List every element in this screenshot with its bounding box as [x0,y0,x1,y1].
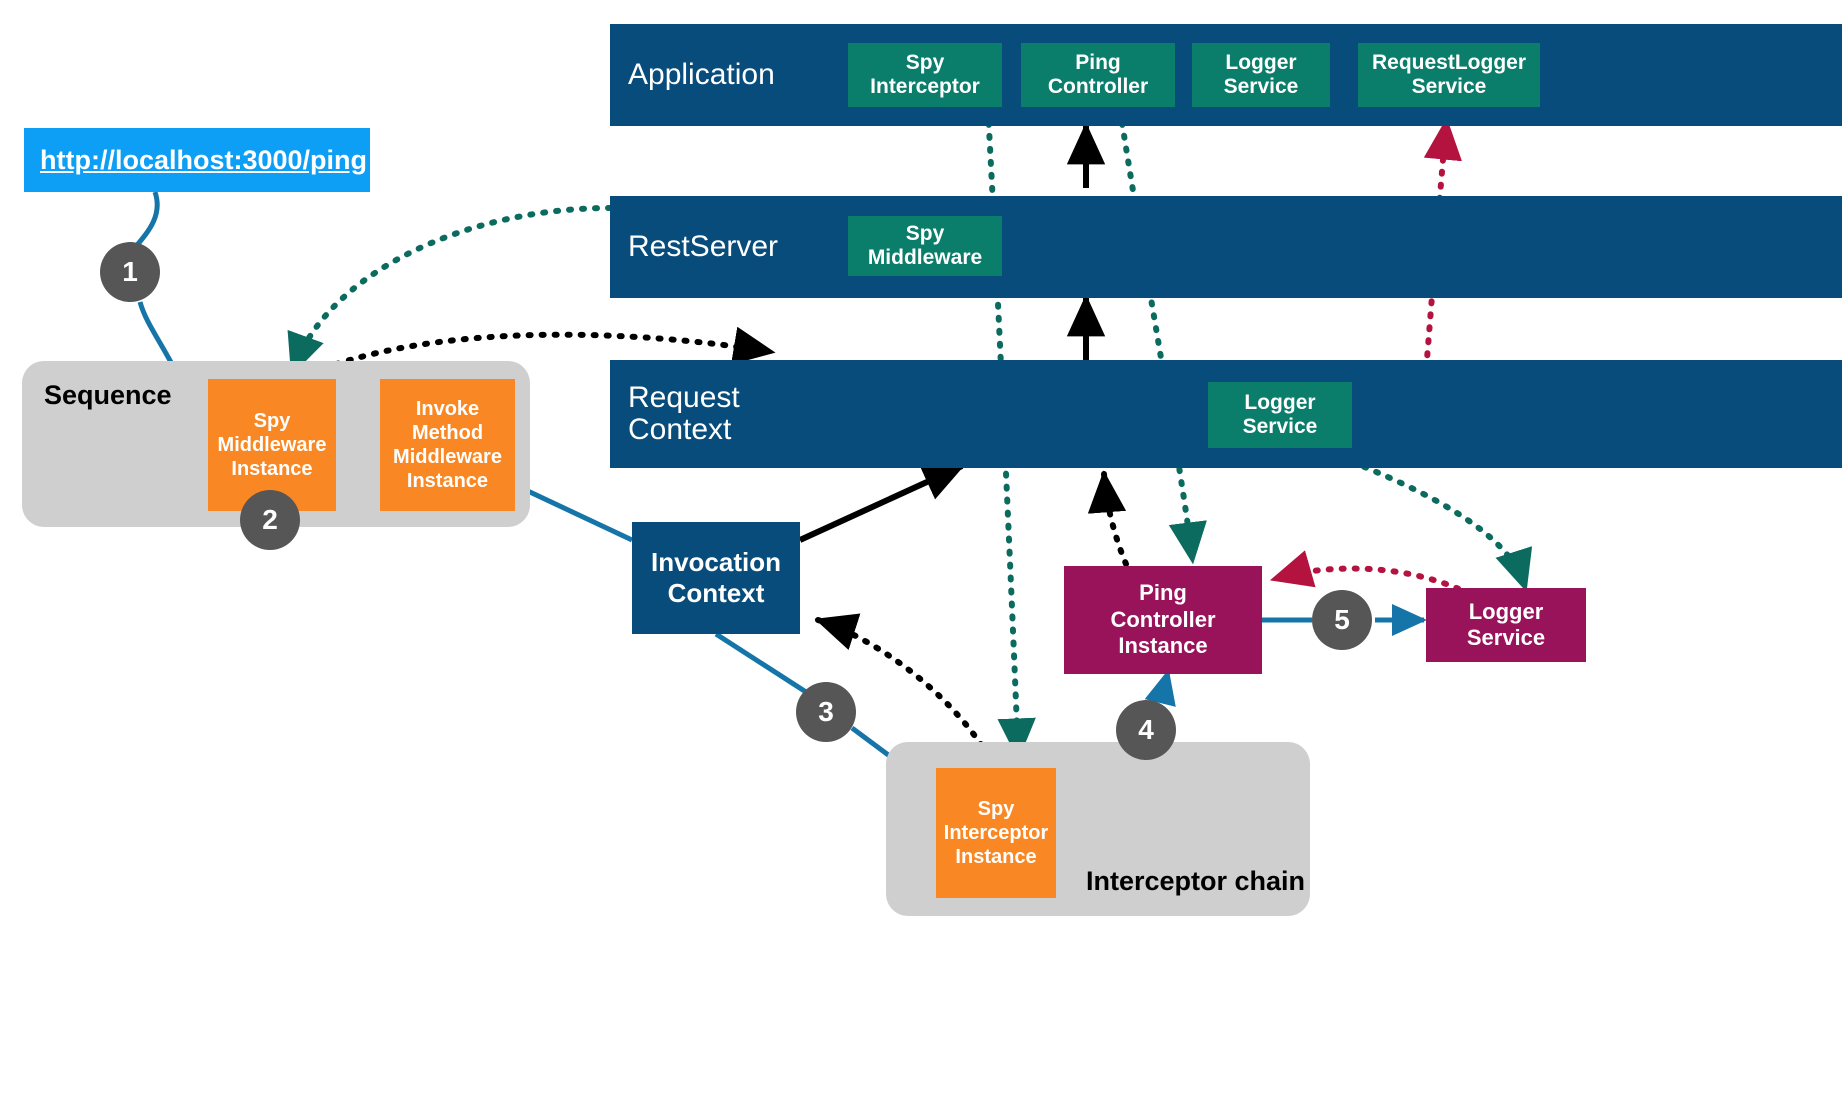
artifact-logger-service[interactable]: Logger Service [1192,43,1330,107]
interceptor-item-spy-interceptor-instance[interactable]: Spy Interceptor Instance [936,768,1056,898]
step-badge-4: 4 [1116,700,1176,760]
invocation-context-box[interactable]: Invocation Context [632,522,800,634]
artifact-spy-interceptor[interactable]: Spy Interceptor [848,43,1002,107]
artifact-spy-middleware[interactable]: Spy Middleware [848,216,1002,276]
logger-service-instance-box[interactable]: Logger Service [1426,588,1586,662]
ping-controller-instance-box[interactable]: Ping Controller Instance [1064,566,1262,674]
step-badge-5: 5 [1312,590,1372,650]
step-badge-2: 2 [240,490,300,550]
sequence-group-label: Sequence [44,380,172,410]
sequence-item-invoke-method-middleware-instance[interactable]: Invoke Method Middleware Instance [380,379,515,511]
step-badge-1: 1 [100,242,160,302]
artifact-requestlogger-service[interactable]: RequestLogger Service [1358,43,1540,107]
interceptor-chain-group-label: Interceptor chain [1086,866,1306,896]
artifact-request-context-logger-service[interactable]: Logger Service [1208,382,1352,448]
url-entry-label: http://localhost:3000/ping [40,144,368,175]
url-entry-box[interactable]: http://localhost:3000/ping [24,128,370,192]
sequence-item-spy-middleware-instance[interactable]: Spy Middleware Instance [208,379,336,511]
band-restserver: RestServer [610,196,1842,298]
band-request-context-title: Request Context [628,381,740,447]
band-restserver-title: RestServer [628,229,779,263]
band-application-title: Application [628,57,775,91]
artifact-ping-controller[interactable]: Ping Controller [1021,43,1175,107]
step-badge-3: 3 [796,682,856,742]
